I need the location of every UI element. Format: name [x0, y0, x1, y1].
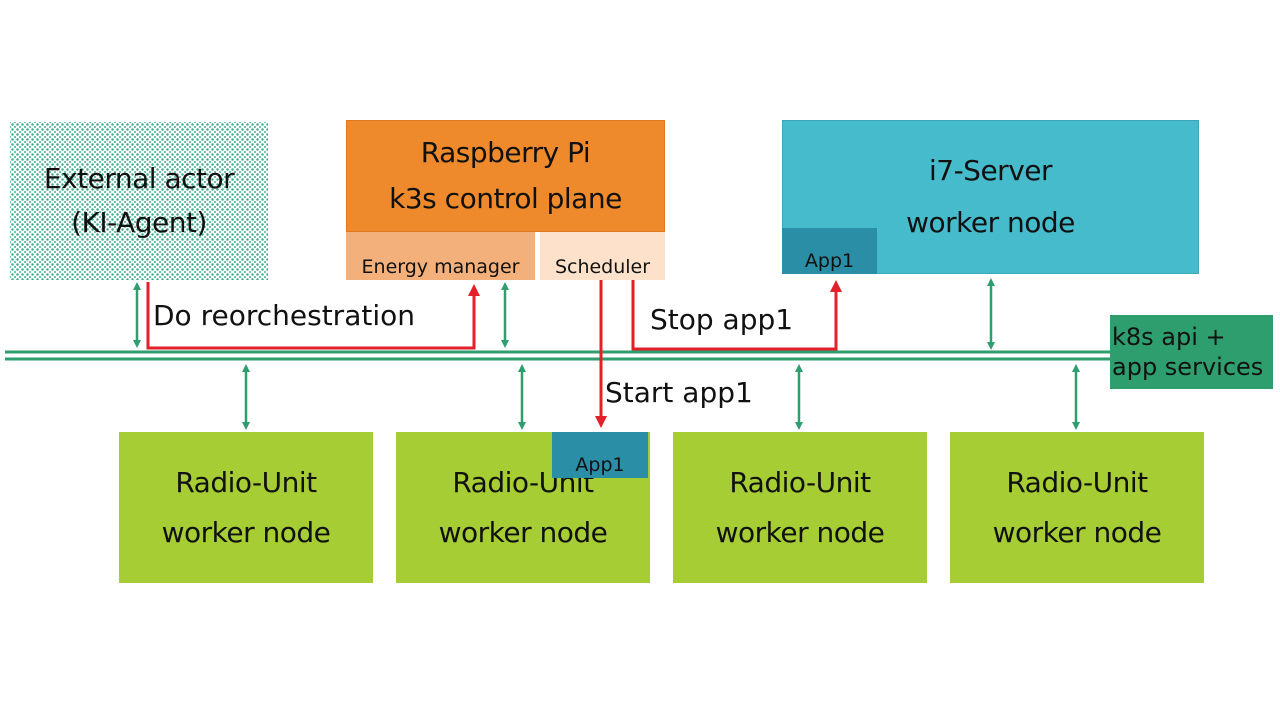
- external-actor-title: External actor: [43, 162, 235, 195]
- k8s-label-line2: app services: [1112, 353, 1264, 381]
- radio-unit-subtitle: worker node: [992, 515, 1162, 549]
- energy-manager-box: Energy manager: [346, 232, 535, 280]
- red-commands: [146, 280, 842, 428]
- radio-unit-subtitle: worker node: [161, 515, 331, 549]
- external-actor-box: External actor (KI-Agent): [10, 122, 268, 280]
- i7-app1-label: App1: [804, 250, 855, 272]
- k8s-api-box: k8s api + app services: [1110, 315, 1273, 389]
- radio-unit-subtitle: worker node: [438, 515, 608, 549]
- scheduler-box: Scheduler: [540, 232, 665, 280]
- radio-unit-title: Radio-Unit: [1006, 465, 1148, 499]
- scheduler-label: Scheduler: [554, 256, 651, 278]
- reorchestration-arrow: [146, 282, 480, 350]
- radio-unit-3: Radio-Unit worker node: [673, 432, 927, 583]
- energy-manager-label: Energy manager: [361, 256, 520, 278]
- control-plane-title: Raspberry Pi: [420, 136, 591, 169]
- stop-app-label: Stop app1: [650, 303, 794, 336]
- radio-unit-4: Radio-Unit worker node: [950, 432, 1204, 583]
- i7-app1-box: App1: [782, 228, 877, 274]
- i7-server-subtitle: worker node: [906, 206, 1075, 239]
- radio-unit-subtitle: worker node: [715, 515, 885, 549]
- bus-lines: [5, 350, 1110, 361]
- radio-unit-title: Radio-Unit: [175, 465, 317, 499]
- control-plane-subtitle: k3s control plane: [389, 182, 622, 215]
- stop-arrow: [631, 280, 842, 351]
- start-app-label: Start app1: [605, 376, 753, 409]
- radio-unit-title: Radio-Unit: [729, 465, 871, 499]
- k8s-label-line1: k8s api +: [1112, 323, 1226, 351]
- reorchestration-label: Do reorchestration: [153, 299, 415, 332]
- green-arrows: [133, 278, 1080, 430]
- radio-unit-1: Radio-Unit worker node: [119, 432, 373, 583]
- i7-server-title: i7-Server: [928, 154, 1053, 187]
- control-plane-box: Raspberry Pi k3s control plane: [346, 120, 665, 232]
- external-actor-subtitle: (KI-Agent): [71, 206, 207, 239]
- radio-app1-box: App1: [552, 432, 648, 478]
- radio-app1-label: App1: [575, 454, 625, 476]
